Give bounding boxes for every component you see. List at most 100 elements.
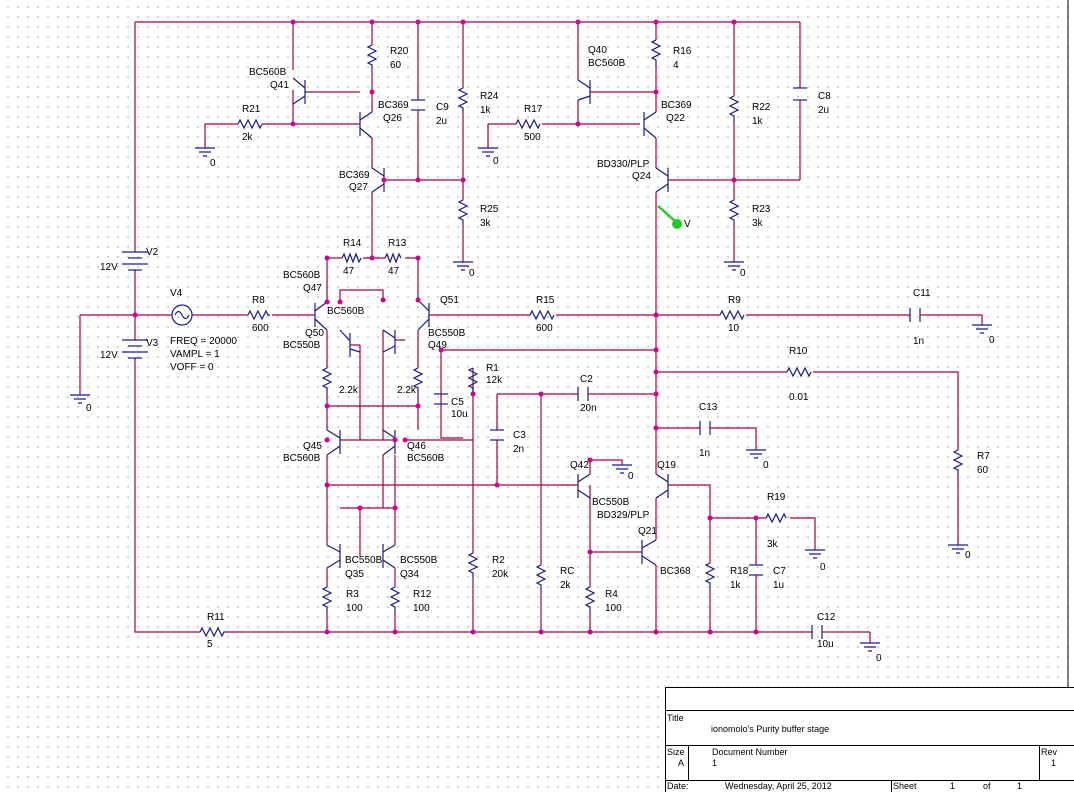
resistor-r8: [247, 309, 270, 321]
r17-name: R17: [524, 104, 543, 115]
resistor-r10: [786, 366, 812, 378]
junction-dots: [132, 19, 759, 635]
q42-model: BC550B: [592, 497, 630, 508]
q50-model: BC550B: [283, 340, 321, 351]
resistor-r25: [457, 199, 469, 225]
resistor-r19: [765, 512, 787, 524]
q47-name: Q47: [303, 283, 322, 294]
resistor-r4: [584, 586, 596, 612]
r-e1-value: 2.2k: [339, 385, 359, 396]
transistor-q45: [326, 429, 341, 456]
gnd-label: 0: [493, 156, 499, 167]
q40-model: BC560B: [588, 58, 626, 69]
title-value: ionomolo's Purity buffer stage: [711, 724, 830, 734]
c8-name: C8: [818, 91, 831, 102]
resistor-r15: [529, 309, 555, 321]
q40-name: Q40: [588, 45, 607, 56]
resistor-r23: [728, 199, 740, 225]
battery-v3: [122, 339, 148, 360]
battery-v2: [122, 251, 148, 272]
document-number-label: Document Number: [712, 747, 788, 757]
r22-value: 1k: [752, 116, 764, 127]
gnd-label: 0: [740, 268, 746, 279]
transistor-q51: [417, 299, 430, 331]
r21-value: 2k: [242, 132, 254, 143]
resistor-r3: [321, 586, 333, 612]
r1-value: 12k: [486, 375, 503, 386]
r24-value: 1k: [480, 105, 492, 116]
gnd-label: 0: [989, 335, 995, 346]
r10-value: 0.01: [789, 392, 809, 403]
transistor-q46: [382, 429, 396, 456]
capacitor-c13: [699, 421, 711, 435]
r25-value: 3k: [480, 218, 492, 229]
r-e2-value: 2.2k: [397, 385, 417, 396]
gnd-label: 0: [965, 550, 971, 561]
resistor-r12: [389, 586, 401, 612]
title-block-divider: [666, 745, 1074, 746]
r4-name: R4: [605, 589, 618, 600]
gnd-label: 0: [86, 403, 92, 414]
capacitor-c2: [577, 387, 589, 401]
r11-value: 5: [207, 639, 213, 650]
transistor-q22: [643, 111, 657, 139]
capacitor-c3: [490, 429, 504, 441]
gnd-label: 0: [628, 471, 634, 482]
transistor-q42: [577, 473, 591, 499]
q47-model: BC560B: [283, 270, 321, 281]
resistor-r14: [341, 252, 362, 264]
resistor-rc: [535, 564, 547, 590]
r13-value: 47: [388, 266, 400, 277]
c5-value: 10u: [451, 409, 468, 420]
r25-name: R25: [480, 204, 499, 215]
resistor-r16: [650, 39, 662, 66]
c13-name: C13: [699, 402, 718, 413]
title-block-divider: [891, 780, 892, 792]
r14-name: R14: [343, 238, 362, 249]
c2-name: C2: [580, 374, 593, 385]
title-block-divider: [1039, 745, 1040, 780]
capacitor-c12: [811, 625, 823, 639]
r17-value: 500: [524, 132, 541, 143]
resistor-r17: [515, 118, 541, 130]
document-number-value: 1: [712, 758, 718, 768]
v4-freq: FREQ = 20000: [170, 336, 237, 347]
r13-name: R13: [388, 238, 407, 249]
r18-name: R18: [730, 566, 749, 577]
q45-name: Q45: [303, 441, 322, 452]
c11-name: C11: [913, 288, 931, 299]
v2-name: V2: [146, 247, 159, 258]
resistor-r11: [199, 626, 228, 638]
q49-model: BC550B: [428, 328, 466, 339]
r19-value: 3k: [767, 539, 779, 550]
resistor-r7: [952, 449, 964, 475]
r9-value: 10: [728, 323, 740, 334]
resistor-r-e2: [412, 367, 424, 394]
r12-value: 100: [413, 603, 430, 614]
q24-model: BD330/PLP: [597, 159, 650, 170]
gnd-label: 0: [820, 562, 826, 573]
transistor-q21: [641, 539, 657, 566]
r2-name: R2: [492, 555, 505, 566]
transistor-q34: [382, 544, 396, 569]
r12-name: R12: [413, 589, 432, 600]
q24-name: Q24: [632, 171, 651, 182]
q35-name: Q35: [345, 569, 364, 580]
q50-name: Q50: [305, 328, 324, 339]
r14-value: 47: [343, 266, 355, 277]
r23-name: R23: [752, 204, 771, 215]
v4-vampl: VAMPL = 1: [170, 349, 220, 360]
transistor-q35: [326, 544, 341, 569]
c13-value: 1n: [699, 448, 710, 459]
r9-name: R9: [728, 295, 741, 306]
gnd-label: 0: [210, 158, 216, 169]
resistor-r9: [719, 309, 745, 321]
q35-model: BC550B: [345, 555, 383, 566]
r8-name: R8: [252, 295, 265, 306]
c7-value: 1u: [773, 580, 784, 591]
capacitor-c5: [434, 393, 448, 405]
resistor-r1: [467, 367, 479, 394]
r1-name: R1: [486, 363, 499, 374]
r7-name: R7: [977, 451, 990, 462]
